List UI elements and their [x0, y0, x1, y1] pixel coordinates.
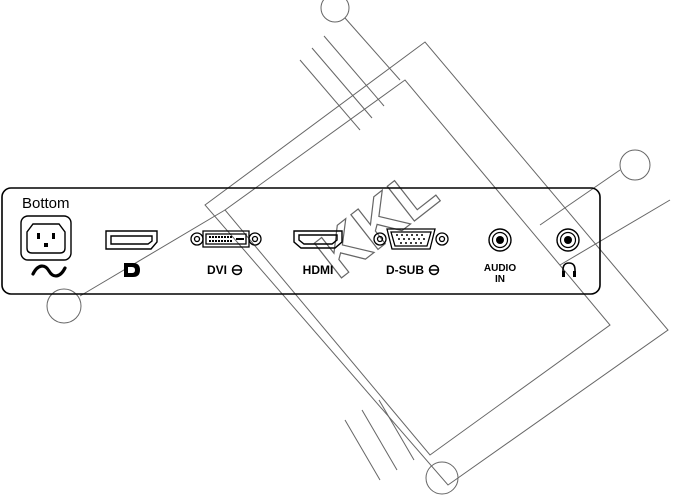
- dsub-arrow-symbol-icon: [428, 264, 440, 276]
- headphone-icon: [562, 262, 576, 277]
- headphone-jack-icon: [556, 228, 580, 252]
- audio-jack-icon: [488, 228, 512, 252]
- audio-in-label-line1: AUDIO: [483, 263, 517, 274]
- dvi-label: DVI: [206, 263, 228, 277]
- panel-outline: [1, 187, 601, 295]
- dvi-port-icon: [190, 230, 262, 248]
- vga-port-icon: [373, 228, 449, 250]
- watermark: [46, 0, 671, 495]
- hdmi-port-icon: [293, 230, 343, 249]
- dvi-arrow-symbol-icon: [231, 264, 243, 276]
- ac-symbol-icon: [31, 264, 67, 278]
- ac-power-icon: [20, 215, 72, 261]
- displayport-logo-icon: [124, 263, 140, 277]
- dsub-label: D-SUB: [386, 263, 424, 277]
- audio-in-label-line2: IN: [495, 274, 505, 285]
- panel-title: Bottom: [22, 195, 70, 212]
- displayport-icon: [105, 230, 158, 250]
- hdmi-label: HDMI: [302, 263, 334, 277]
